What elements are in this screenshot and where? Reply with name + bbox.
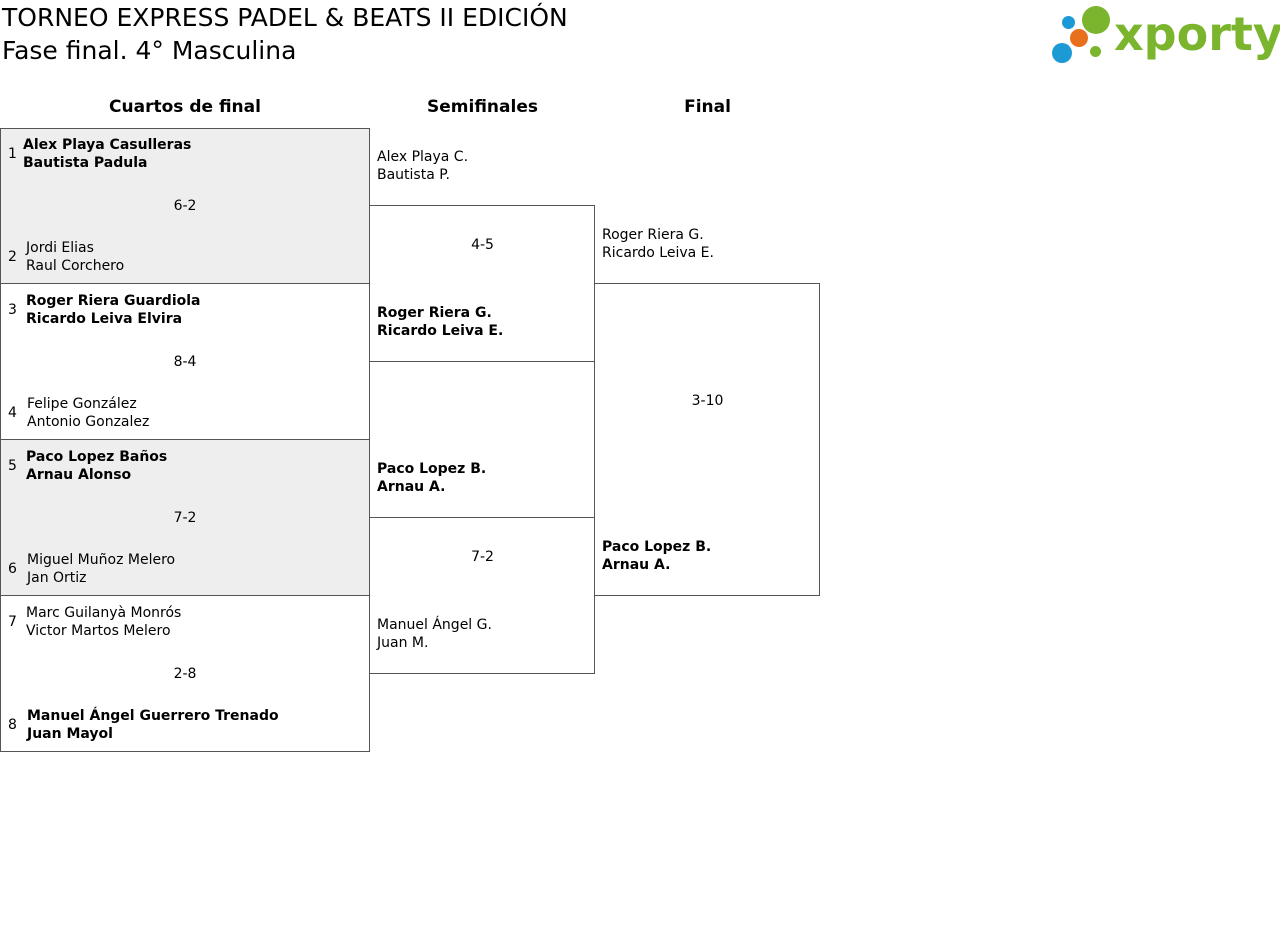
team-pair[interactable]: Felipe González Antonio Gonzalez (27, 395, 149, 431)
seed-number: 6 (8, 561, 17, 577)
seed-number: 2 (8, 249, 17, 265)
match-score: 7-2 (173, 510, 197, 526)
final-match (594, 283, 820, 596)
player-name: Manuel Ángel Guerrero Trenado (27, 708, 279, 724)
player-name: Marc Guilanyà Monrós (26, 605, 182, 621)
seed-number: 8 (8, 717, 17, 733)
seed-number: 5 (8, 458, 17, 474)
team-pair[interactable]: Alex Playa Casulleras Bautista Padula (23, 136, 191, 172)
match-score: 8-4 (173, 354, 197, 370)
team-pair[interactable]: Jordi Elias Raul Corchero (26, 239, 124, 275)
phase-subtitle: Fase final. 4° Masculina (2, 36, 297, 65)
team-pair[interactable]: Manuel Ángel G. Juan M. (377, 616, 492, 652)
team-pair[interactable]: Manuel Ángel Guerrero Trenado Juan Mayol (27, 707, 279, 743)
player-name: Raul Corchero (26, 258, 125, 274)
player-name: Antonio Gonzalez (27, 414, 150, 430)
player-name: Arnau Alonso (26, 467, 132, 483)
team-pair[interactable]: Alex Playa C. Bautista P. (377, 148, 468, 184)
team-pair[interactable]: Miguel Muñoz Melero Jan Ortiz (27, 551, 175, 587)
seed-number: 3 (8, 302, 17, 318)
match-score: 2-8 (173, 666, 197, 682)
player-name: Roger Riera G. (602, 227, 704, 243)
seed-number: 7 (8, 614, 17, 630)
player-name: Ricardo Leiva Elvira (26, 311, 183, 327)
player-name: Alex Playa Casulleras (23, 137, 192, 153)
xporty-logo[interactable]: xporty (1052, 6, 1280, 66)
player-name: Alex Playa C. (377, 149, 469, 165)
player-name: Ricardo Leiva E. (377, 323, 504, 339)
match-score: 3-10 (691, 393, 724, 409)
tournament-title: TORNEO EXPRESS PADEL & BEATS II EDICIÓN (2, 3, 568, 32)
player-name: Felipe González (27, 396, 137, 412)
player-name: Paco Lopez B. (377, 461, 487, 477)
round-heading-final: Final (684, 97, 731, 117)
player-name: Victor Martos Melero (26, 623, 171, 639)
logo-dot-blue-large (1052, 43, 1072, 63)
player-name: Ricardo Leiva E. (602, 245, 714, 261)
logo-wordmark: xporty (1114, 7, 1280, 61)
round-heading-quarters: Cuartos de final (109, 97, 261, 117)
logo-dot-green-small (1090, 46, 1101, 57)
seed-number: 1 (8, 146, 17, 162)
player-name: Roger Riera Guardiola (26, 293, 201, 309)
player-name: Bautista P. (377, 167, 450, 183)
team-pair[interactable]: Paco Lopez B. Arnau A. (602, 538, 711, 574)
seed-number: 4 (8, 405, 17, 421)
match-score: 7-2 (471, 549, 494, 565)
team-pair[interactable]: Paco Lopez Baños Arnau Alonso (26, 448, 167, 484)
player-name: Jan Ortiz (27, 570, 87, 586)
player-name: Roger Riera G. (377, 305, 492, 321)
match-score: 4-5 (471, 237, 494, 253)
player-name: Arnau A. (602, 557, 671, 573)
player-name: Manuel Ángel G. (377, 617, 492, 633)
quarterfinal-match-3 (0, 439, 370, 596)
round-heading-semis: Semifinales (427, 97, 538, 117)
player-name: Jordi Elias (26, 240, 94, 256)
logo-dot-green (1082, 6, 1110, 34)
player-name: Paco Lopez Baños (26, 449, 168, 465)
team-pair[interactable]: Roger Riera G. Ricardo Leiva E. (602, 226, 714, 262)
team-pair[interactable]: Marc Guilanyà Monrós Victor Martos Meler… (26, 604, 181, 640)
player-name: Paco Lopez B. (602, 539, 712, 555)
quarterfinal-match-1 (0, 128, 370, 284)
player-name: Juan M. (377, 635, 429, 651)
logo-dot-orange (1070, 29, 1088, 47)
team-pair[interactable]: Paco Lopez B. Arnau A. (377, 460, 486, 496)
player-name: Miguel Muñoz Melero (27, 552, 176, 568)
team-pair[interactable]: Roger Riera G. Ricardo Leiva E. (377, 304, 503, 340)
team-pair[interactable]: Roger Riera Guardiola Ricardo Leiva Elvi… (26, 292, 201, 328)
player-name: Bautista Padula (23, 155, 148, 171)
player-name: Arnau A. (377, 479, 446, 495)
match-score: 6-2 (173, 198, 197, 214)
logo-dot-blue (1062, 16, 1075, 29)
player-name: Juan Mayol (27, 726, 113, 742)
